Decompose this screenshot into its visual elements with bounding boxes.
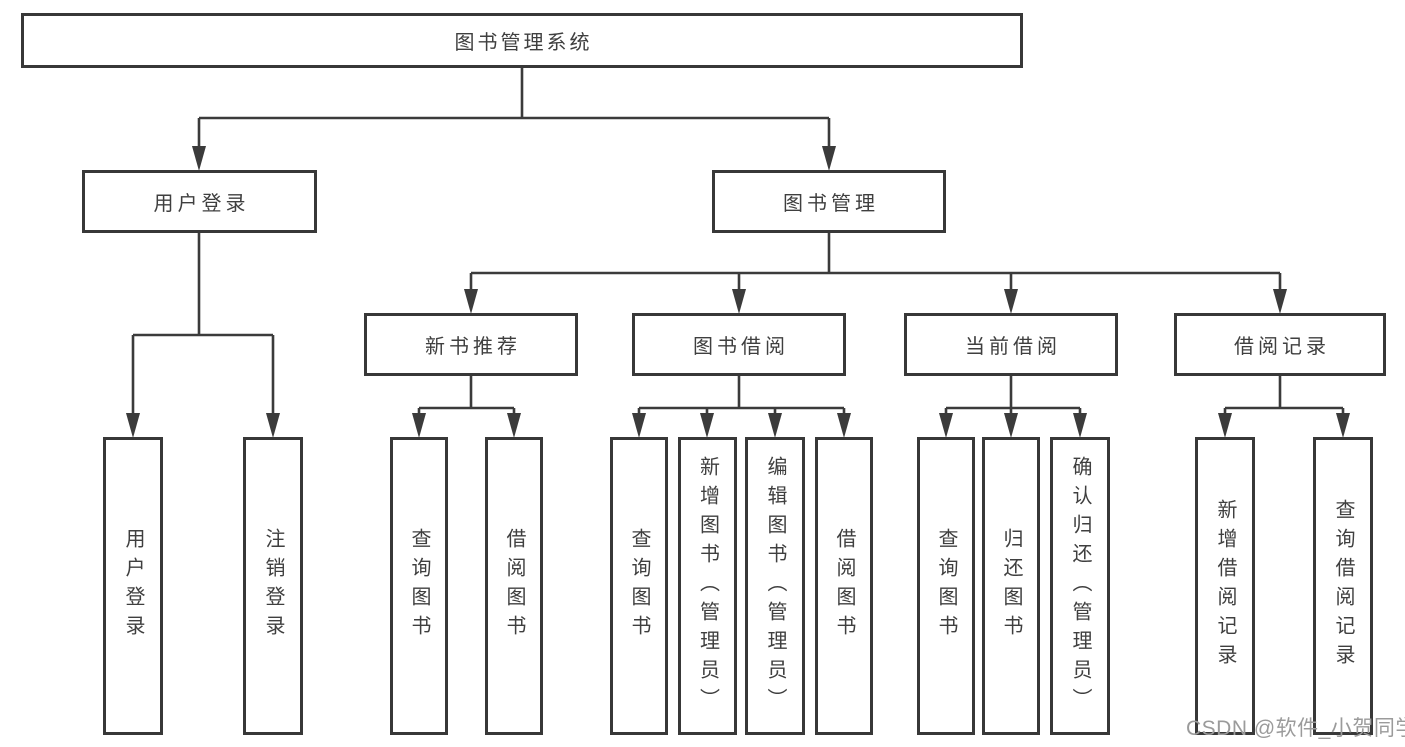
- node-book-management: 图书管理: [712, 170, 946, 233]
- leaf-query-borrow-record: 查询借阅记录: [1313, 437, 1373, 735]
- node-book-borrow: 图书借阅: [632, 313, 846, 376]
- node-user-login: 用户登录: [82, 170, 317, 233]
- node-current-borrow: 当前借阅: [904, 313, 1118, 376]
- node-new-book-recommend: 新书推荐: [364, 313, 578, 376]
- leaf-add-borrow-record: 新增借阅记录: [1195, 437, 1255, 735]
- leaf-query-book-current: 查询图书: [917, 437, 975, 735]
- leaf-logout: 注销登录: [243, 437, 303, 735]
- leaf-return-book: 归还图书: [982, 437, 1040, 735]
- leaf-borrow-book-borrow: 借阅图书: [815, 437, 873, 735]
- leaf-add-book-admin: 新增图书（管理员）: [678, 437, 737, 735]
- leaf-confirm-return-admin: 确认归还（管理员）: [1050, 437, 1110, 735]
- leaf-query-book-borrow: 查询图书: [610, 437, 668, 735]
- arrowheads: [126, 146, 1350, 438]
- connector-paths: [131, 68, 1345, 418]
- node-root: 图书管理系统: [21, 13, 1023, 68]
- csdn-watermark: CSDN @软件_小贺同学: [1186, 717, 1405, 740]
- leaf-edit-book-admin: 编辑图书（管理员）: [745, 437, 805, 735]
- node-borrow-records: 借阅记录: [1174, 313, 1386, 376]
- leaf-query-book-recommend: 查询图书: [390, 437, 448, 735]
- leaf-user-login: 用户登录: [103, 437, 163, 735]
- leaf-borrow-book-recommend: 借阅图书: [485, 437, 543, 735]
